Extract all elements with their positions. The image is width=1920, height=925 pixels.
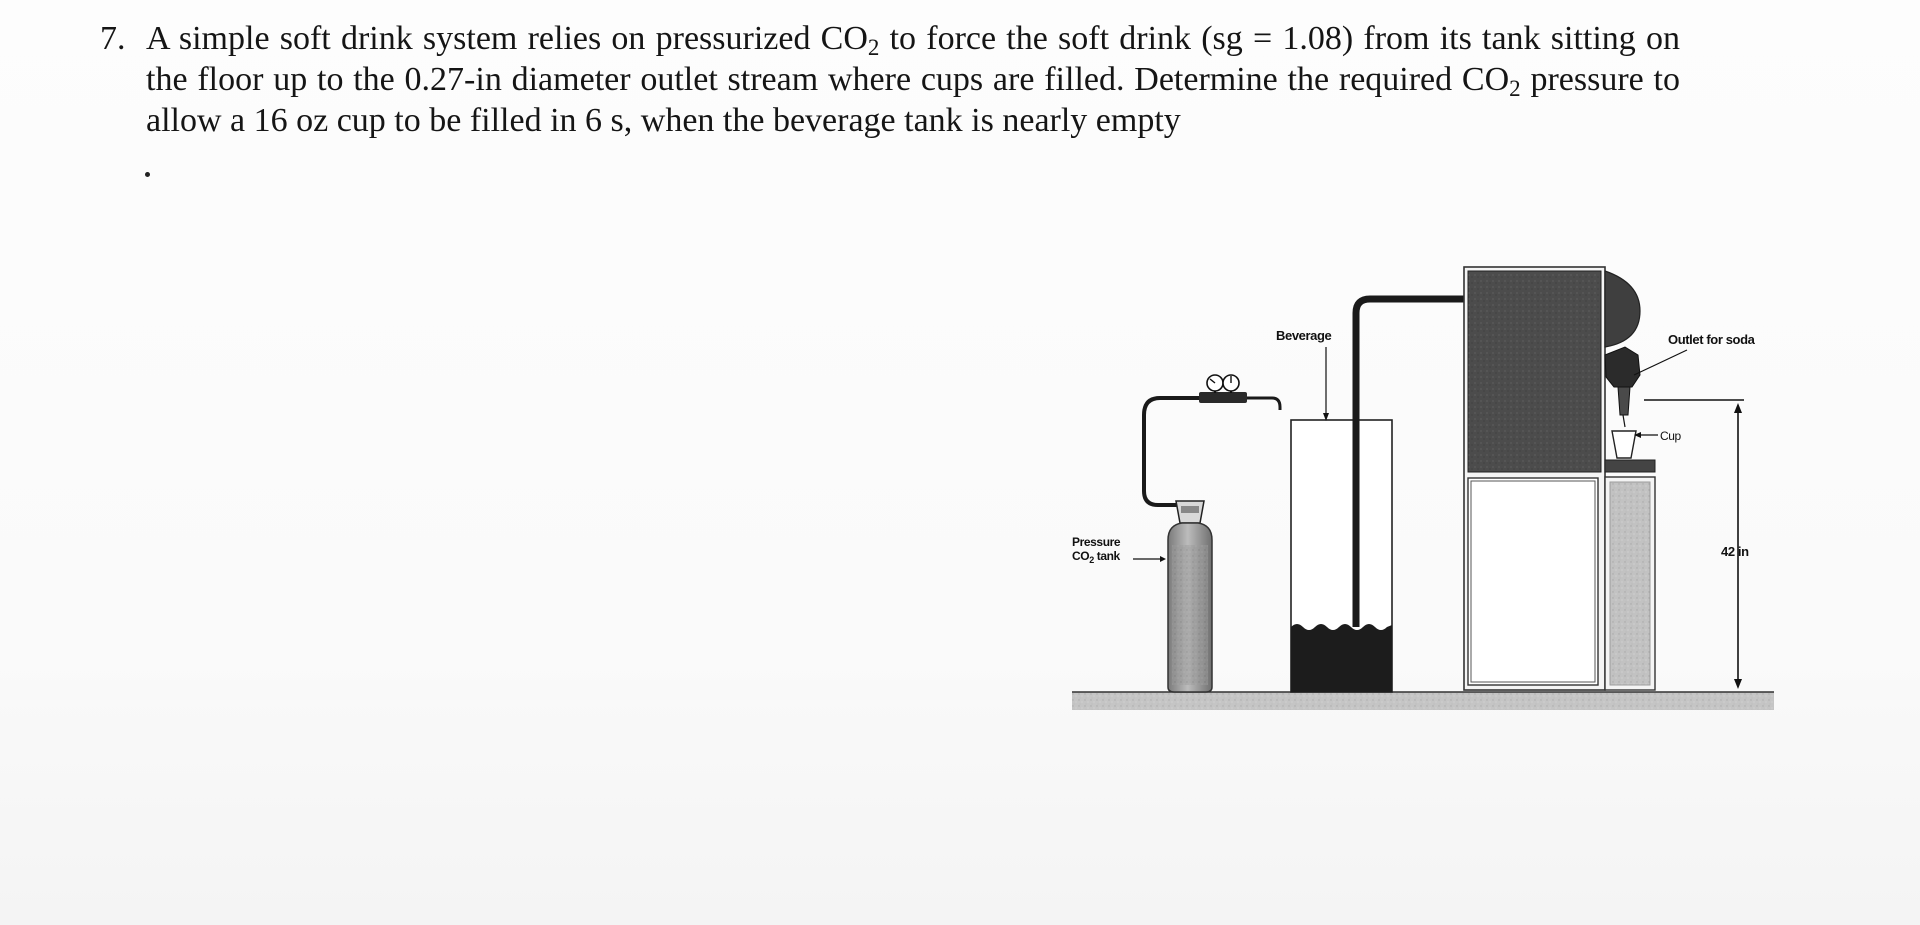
co2-label-line2: CO2 tank	[1072, 549, 1120, 565]
problem-text: A simple soft drink system relies on pre…	[146, 18, 1680, 141]
co2-tank-label: Pressure CO2 tank	[1072, 535, 1121, 565]
co2-label-text: CO	[1072, 549, 1090, 563]
system-diagram	[1072, 266, 1774, 710]
beverage-label: Beverage	[1276, 328, 1332, 343]
height-dimension	[1644, 399, 1744, 689]
problem-number: 7.	[100, 20, 126, 57]
soda-outlet	[1604, 346, 1641, 428]
cup-label: Cup	[1660, 429, 1681, 443]
co2-cylinder	[1167, 500, 1213, 693]
soda-system-figure: Beverage Outlet for soda Cup 42 in Press…	[1060, 255, 1780, 725]
problem-text-part3: pressure to allow a 16 oz cup to be fill…	[146, 61, 1680, 139]
subscript-2: 2	[1509, 76, 1521, 101]
cup	[1611, 430, 1658, 459]
outlet-label: Outlet for soda	[1668, 332, 1755, 347]
co2-label-subscript: 2	[1089, 555, 1094, 565]
outlet-leader	[1633, 349, 1688, 376]
subscript-2: 2	[867, 35, 880, 60]
problem-statement: 7. A simple soft drink system relies on …	[100, 18, 1680, 141]
height-label: 42 in	[1721, 544, 1749, 559]
soda-dispenser	[1463, 266, 1656, 691]
problem-text-part1: A simple soft drink system relies on pre…	[146, 20, 868, 57]
regulator-hose	[1247, 396, 1282, 410]
stray-dot	[145, 172, 150, 177]
pressure-regulator	[1199, 374, 1247, 403]
beverage-line	[1352, 295, 1468, 627]
beverage-tank	[1290, 419, 1393, 693]
co2-label-arrow	[1133, 556, 1166, 562]
co2-label-line1: Pressure	[1072, 535, 1121, 549]
beverage-arrow	[1323, 347, 1329, 421]
problem-text-part2: to force the soft drink (sg = 1.08) from…	[146, 20, 1680, 98]
co2-label-tank: tank	[1093, 549, 1120, 563]
floor	[1072, 691, 1774, 710]
